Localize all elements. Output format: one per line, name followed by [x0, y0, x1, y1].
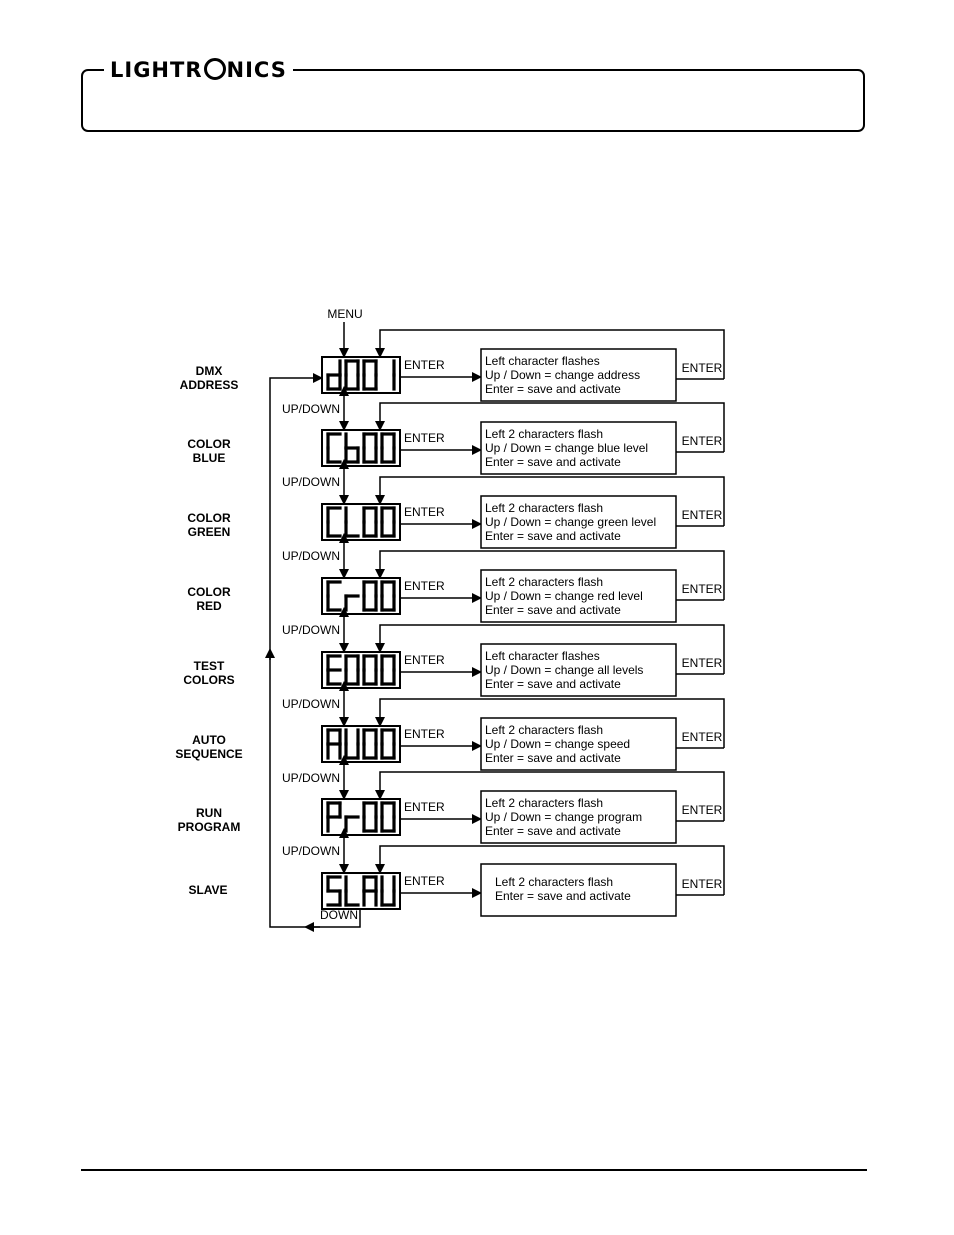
description-box-7: [480, 863, 677, 917]
mode-label-6-line1: RUN: [196, 806, 222, 820]
description-line-5-2: Enter = save and activate: [485, 751, 621, 765]
updown-label-2: UP/DOWN: [282, 549, 340, 563]
mode-label-4-line2: COLORS: [183, 673, 234, 687]
mode-label-5-line2: SEQUENCE: [175, 747, 242, 761]
description-line-6-2: Enter = save and activate: [485, 824, 621, 838]
logo-text-left: LIGHTR: [110, 58, 203, 82]
updown-label-4: UP/DOWN: [282, 697, 340, 711]
description-line-3-2: Enter = save and activate: [485, 603, 621, 617]
description-line-2-0: Left 2 characters flash: [485, 501, 603, 515]
description-box-5: [480, 717, 677, 771]
description-line-0-0: Left character flashes: [485, 354, 600, 368]
description-box-1: [480, 421, 677, 475]
mode-label-4-line1: TEST: [194, 659, 225, 673]
mode-label-2-line2: GREEN: [188, 525, 231, 539]
description-box-3: [480, 569, 677, 623]
lcd-display-5: [321, 725, 401, 763]
loop-enter-label-6: ENTER: [682, 803, 723, 817]
description-line-2-2: Enter = save and activate: [485, 529, 621, 543]
menu-label: MENU: [327, 307, 362, 321]
enter-label-4: ENTER: [404, 653, 445, 667]
description-line-4-2: Enter = save and activate: [485, 677, 621, 691]
enter-label-2: ENTER: [404, 505, 445, 519]
loop-return-4: [375, 624, 725, 674]
mode-label-2-line1: COLOR: [187, 511, 231, 525]
lightronics-logo: LIGHTR NICS: [104, 56, 293, 84]
lcd-display-3: [321, 577, 401, 615]
loop-enter-label-0: ENTER: [682, 361, 723, 375]
description-line-4-1: Up / Down = change all levels: [485, 663, 643, 677]
loop-enter-label-3: ENTER: [682, 582, 723, 596]
enter-label-5: ENTER: [404, 727, 445, 741]
description-line-5-0: Left 2 characters flash: [485, 723, 603, 737]
mode-label-5-line1: AUTO: [192, 733, 226, 747]
loop-return-6: [375, 771, 725, 821]
logo-text-right: NICS: [226, 58, 287, 82]
loop-return-7: [375, 845, 725, 895]
enter-label-7: ENTER: [404, 874, 445, 888]
enter-label-3: ENTER: [404, 579, 445, 593]
updown-label-5: UP/DOWN: [282, 771, 340, 785]
description-line-7-0: Left 2 characters flash: [495, 875, 613, 889]
loop-enter-label-4: ENTER: [682, 656, 723, 670]
loop-enter-label-1: ENTER: [682, 434, 723, 448]
description-line-3-1: Up / Down = change red level: [485, 589, 643, 603]
mode-label-7: SLAVE: [188, 883, 227, 897]
description-line-1-1: Up / Down = change blue level: [485, 441, 648, 455]
mode-label-1-line1: COLOR: [187, 437, 231, 451]
description-line-6-1: Up / Down = change program: [485, 810, 642, 824]
enter-label-0: ENTER: [404, 358, 445, 372]
enter-label-1: ENTER: [404, 431, 445, 445]
description-line-4-0: Left character flashes: [485, 649, 600, 663]
description-line-2-1: Up / Down = change green level: [485, 515, 656, 529]
description-box-6: [480, 790, 677, 844]
description-line-1-2: Enter = save and activate: [485, 455, 621, 469]
mode-label-3-line1: COLOR: [187, 585, 231, 599]
mode-label-1-line2: BLUE: [193, 451, 226, 465]
header-frame: [81, 69, 865, 132]
footer-rule: [81, 1169, 867, 1171]
down-path: [310, 909, 361, 928]
enter-label-6: ENTER: [404, 800, 445, 814]
description-box-2: [480, 495, 677, 549]
mode-label-6-line2: PROGRAM: [178, 820, 241, 834]
description-line-0-2: Enter = save and activate: [485, 382, 621, 396]
mode-label-0-line1: DMX: [196, 364, 223, 378]
rail-upper: [269, 373, 323, 652]
loop-return-5: [375, 698, 725, 748]
description-line-3-0: Left 2 characters flash: [485, 575, 603, 589]
rail-lower: [269, 652, 310, 928]
description-box-4: [480, 643, 677, 697]
description-line-1-0: Left 2 characters flash: [485, 427, 603, 441]
description-box-0: [480, 348, 677, 402]
updown-label-0: UP/DOWN: [282, 402, 340, 416]
loop-return-1: [375, 402, 725, 452]
logo-orbit-icon: [203, 58, 226, 80]
lcd-display-6: [321, 798, 401, 836]
updown-label-1: UP/DOWN: [282, 475, 340, 489]
mode-label-0-line2: ADDRESS: [180, 378, 239, 392]
updown-label-3: UP/DOWN: [282, 623, 340, 637]
loop-enter-label-7: ENTER: [682, 877, 723, 891]
mode-label-3-line2: RED: [196, 599, 222, 613]
down-label: DOWN: [320, 908, 358, 922]
loop-return-0: [375, 329, 725, 379]
updown-label-6: UP/DOWN: [282, 844, 340, 858]
description-line-6-0: Left 2 characters flash: [485, 796, 603, 810]
loop-return-3: [375, 550, 725, 600]
description-line-7-1: Enter = save and activate: [495, 889, 631, 903]
lcd-display-2: [321, 503, 401, 541]
description-line-0-1: Up / Down = change address: [485, 368, 640, 382]
loop-enter-label-5: ENTER: [682, 730, 723, 744]
loop-enter-label-2: ENTER: [682, 508, 723, 522]
loop-return-2: [375, 476, 725, 526]
lcd-display-1: [321, 429, 401, 467]
description-line-5-1: Up / Down = change speed: [485, 737, 630, 751]
